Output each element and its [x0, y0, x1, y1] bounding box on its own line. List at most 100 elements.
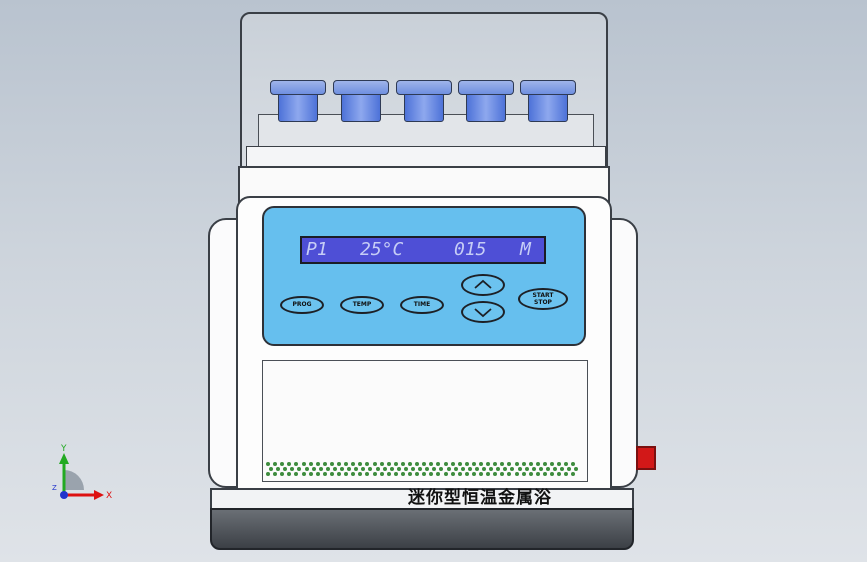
vent-hole: [531, 467, 536, 471]
vent-hole: [287, 462, 292, 466]
vent-hole: [436, 462, 441, 466]
vent-hole: [358, 462, 363, 466]
prog-button[interactable]: PROG: [280, 296, 324, 314]
up-button[interactable]: [461, 274, 505, 296]
vent-hole: [432, 467, 437, 471]
y-axis-label: Y: [60, 444, 67, 454]
vent-hole: [308, 462, 313, 466]
vent-hole: [400, 462, 405, 466]
vent-hole: [280, 472, 285, 476]
vent-hole: [567, 467, 572, 471]
vent-hole: [486, 462, 491, 466]
vent-hole: [443, 462, 448, 466]
power-switch[interactable]: [636, 446, 656, 470]
vent-hole: [528, 472, 533, 476]
vent-holes: [266, 462, 580, 478]
vent-hole: [457, 472, 462, 476]
vent-hole: [467, 467, 472, 471]
vent-hole: [389, 467, 394, 471]
vent-hole: [332, 467, 337, 471]
lcd-program: P1: [306, 239, 328, 260]
vent-hole: [560, 467, 565, 471]
vent-hole: [294, 462, 299, 466]
tube-3: [394, 80, 454, 124]
vent-hole: [273, 472, 278, 476]
tube-5: [518, 80, 578, 124]
vent-hole: [500, 462, 505, 466]
vent-hole: [460, 467, 465, 471]
chevron-down-icon: [474, 308, 492, 318]
vent-hole: [535, 472, 540, 476]
vent-hole: [403, 467, 408, 471]
vent-hole: [422, 472, 427, 476]
vent-hole: [280, 462, 285, 466]
vent-hole: [315, 462, 320, 466]
vent-hole: [471, 472, 476, 476]
x-arrow: [94, 490, 104, 500]
vent-hole: [471, 462, 476, 466]
vent-hole: [524, 467, 529, 471]
vent-hole: [329, 462, 334, 466]
vent-hole: [496, 467, 501, 471]
vent-hole: [308, 472, 313, 476]
vent-hole: [418, 467, 423, 471]
vent-hole: [486, 472, 491, 476]
vent-hole: [507, 462, 512, 466]
vent-hole: [415, 472, 420, 476]
chevron-up-icon: [474, 279, 492, 289]
vent-hole: [340, 467, 344, 471]
vent-hole: [269, 467, 273, 471]
vent-hole: [382, 467, 387, 471]
z-axis-label: Z: [52, 484, 57, 492]
vent-hole: [301, 472, 306, 476]
vent-hole: [354, 467, 359, 471]
vent-hole: [396, 467, 401, 471]
vent-hole: [337, 472, 341, 476]
start-stop-button[interactable]: START STOP: [518, 288, 568, 310]
vent-hole: [574, 467, 579, 471]
vent-hole: [479, 462, 483, 466]
vent-hole: [301, 462, 306, 466]
temp-button[interactable]: TEMP: [340, 296, 384, 314]
vent-hole: [528, 462, 533, 466]
vent-hole: [273, 462, 278, 466]
vent-hole: [393, 472, 398, 476]
vent-hole: [571, 462, 576, 466]
vent-hole: [564, 472, 569, 476]
vent-hole: [425, 467, 430, 471]
vent-hole: [550, 462, 554, 466]
vent-hole: [514, 472, 519, 476]
vent-hole: [557, 462, 562, 466]
vent-hole: [393, 462, 398, 466]
vent-hole: [304, 467, 309, 471]
vent-hole: [266, 472, 270, 476]
vent-hole: [436, 472, 441, 476]
lid-band: [246, 146, 606, 168]
vent-hole: [386, 472, 391, 476]
vent-hole: [329, 472, 334, 476]
vent-hole: [482, 467, 486, 471]
vent-hole: [297, 467, 302, 471]
vent-hole: [411, 467, 415, 471]
vent-hole: [408, 462, 412, 466]
vent-hole: [557, 472, 562, 476]
vent-hole: [507, 472, 512, 476]
vent-hole: [322, 472, 327, 476]
vent-hole: [422, 462, 427, 466]
vent-hole: [322, 462, 327, 466]
vent-hole: [290, 467, 295, 471]
vent-hole: [283, 467, 288, 471]
tube-1: [268, 80, 328, 124]
vent-hole: [344, 472, 349, 476]
vent-hole: [408, 472, 412, 476]
vent-hole: [571, 472, 576, 476]
vent-hole: [503, 467, 508, 471]
vent-hole: [372, 472, 377, 476]
vent-hole: [372, 462, 377, 466]
start-label: START: [532, 292, 554, 299]
vent-hole: [379, 462, 384, 466]
y-arrow: [59, 453, 69, 464]
vent-hole: [347, 467, 352, 471]
time-button[interactable]: TIME: [400, 296, 444, 314]
down-button[interactable]: [461, 301, 505, 323]
